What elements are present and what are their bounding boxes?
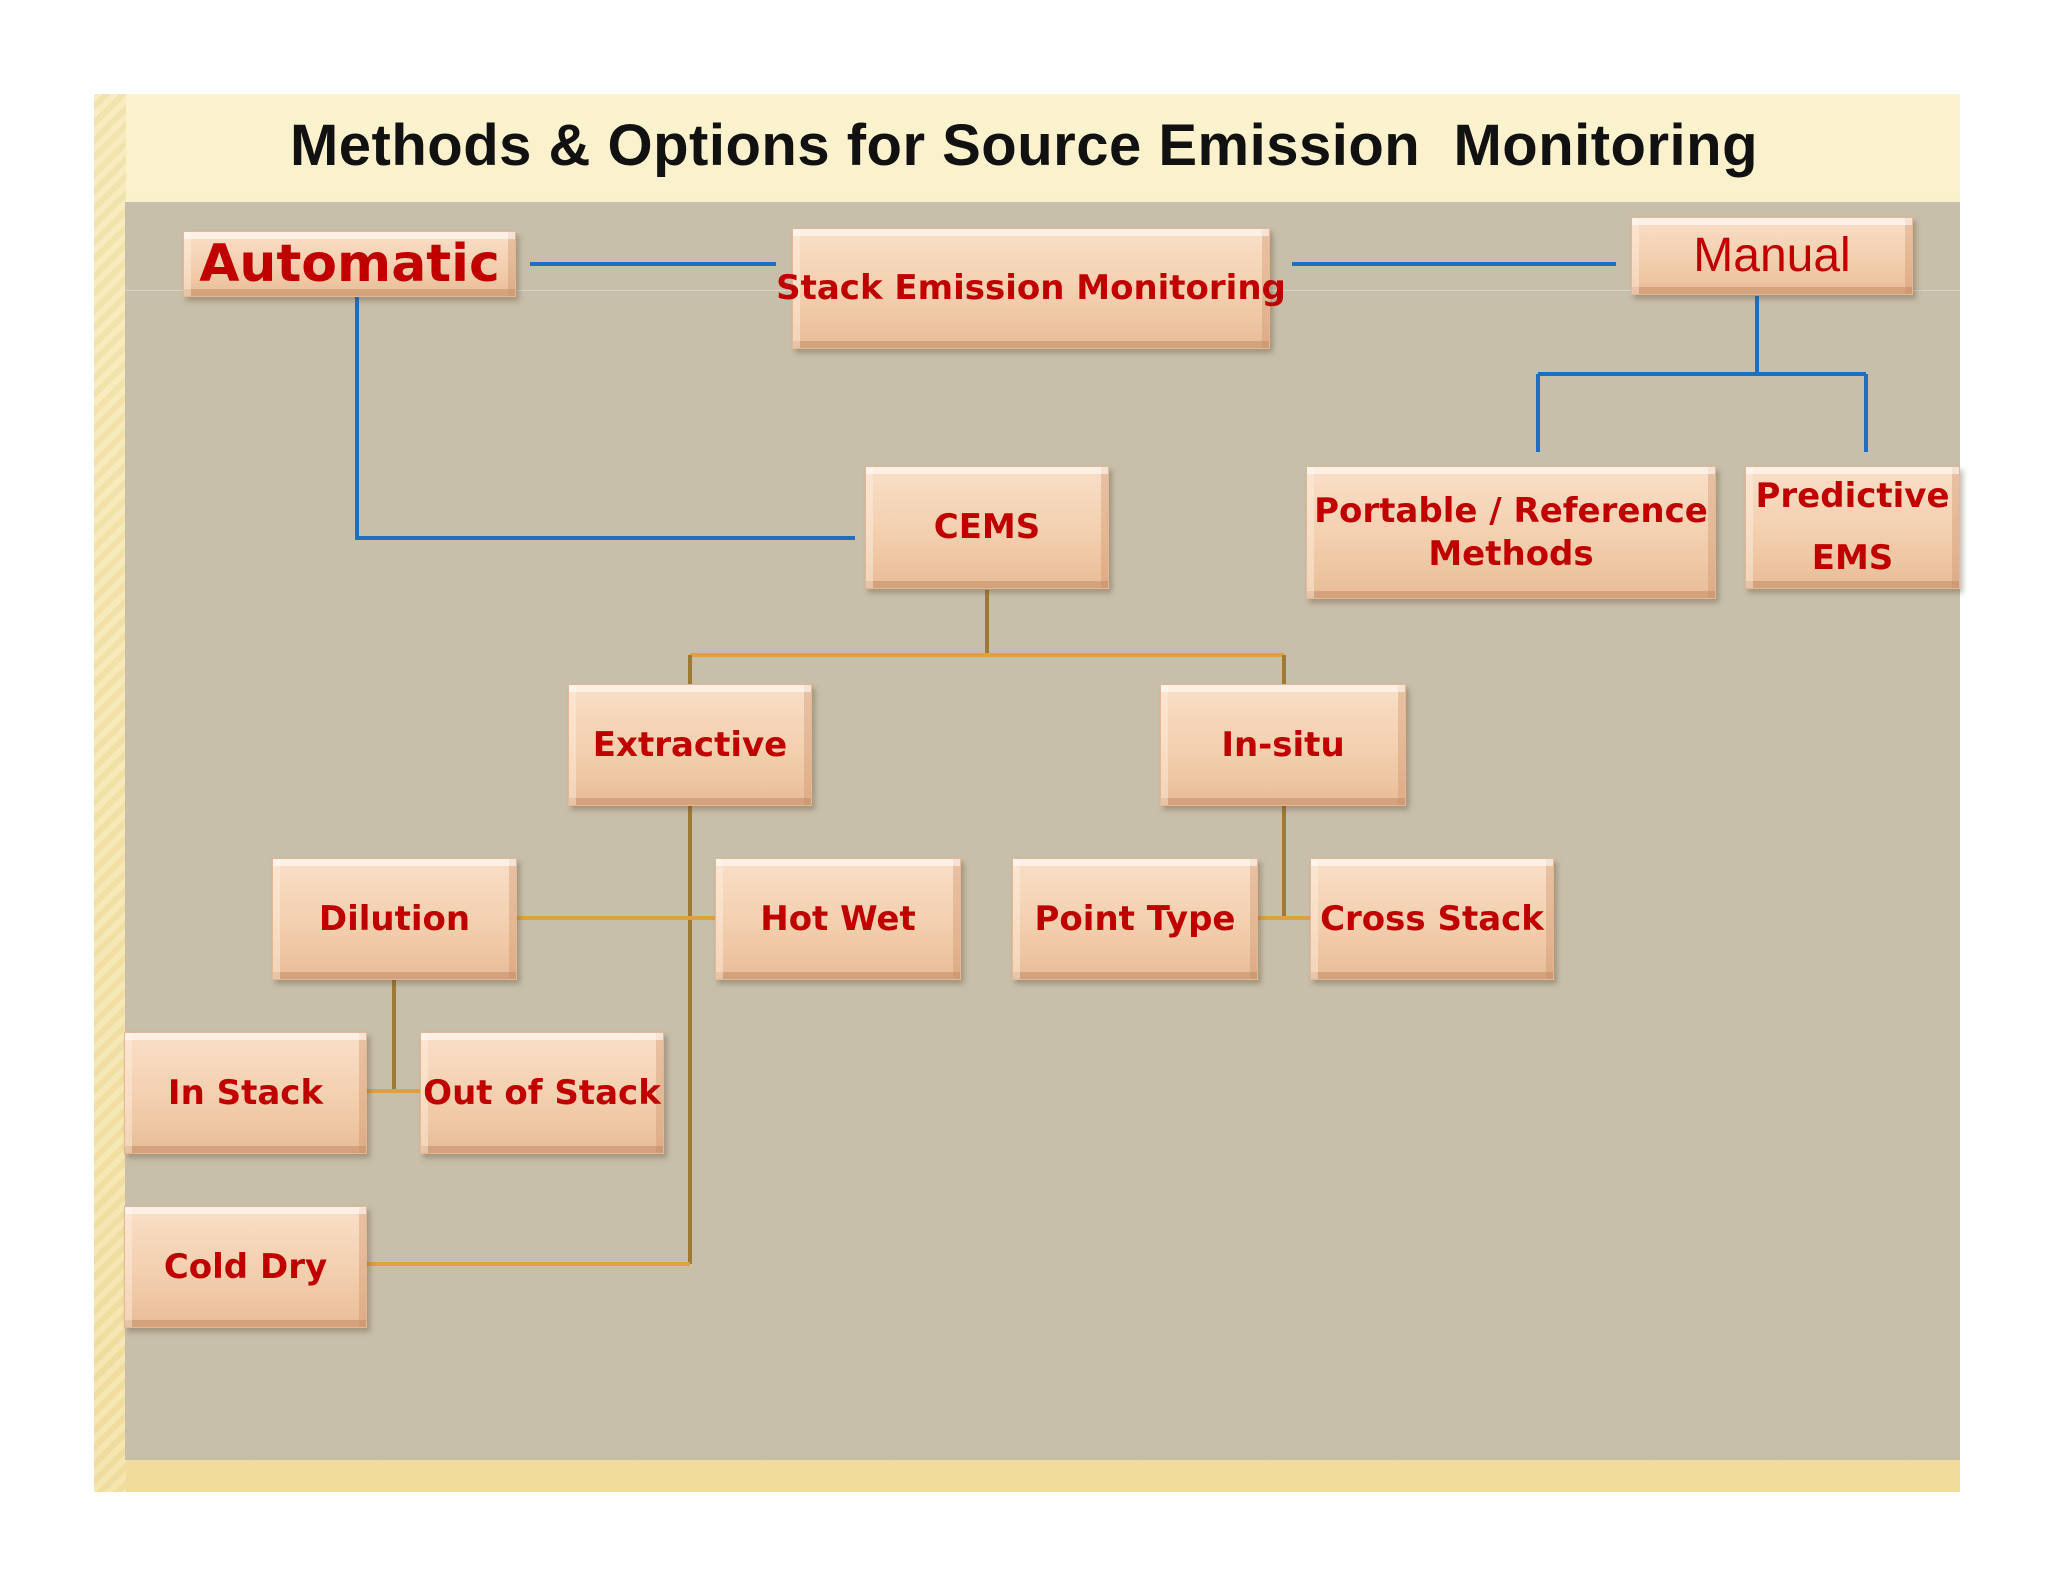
page-title: Methods & Options for Source Emission Mo…	[289, 113, 1759, 178]
dilution-label: Dilution	[318, 898, 471, 939]
point-type-node: Point Type	[1012, 858, 1258, 980]
in-stack-label: In Stack	[167, 1072, 324, 1113]
out-of-stack-label: Out of Stack	[423, 1072, 661, 1113]
cross-stack-label: Cross Stack	[1320, 898, 1544, 939]
portable-reference-label-line2: Methods	[1428, 533, 1594, 574]
portable-reference-label-line1: Portable / Reference	[1314, 491, 1708, 531]
hot-wet-node: Hot Wet	[715, 858, 961, 980]
predictive-ems-node: Predictive EMS	[1745, 466, 1960, 589]
stack-emission-monitoring-node: Stack Emission Monitoring	[776, 228, 1286, 349]
manual-label: Manual	[1693, 229, 1851, 282]
automatic-node: Automatic	[183, 231, 516, 297]
cross-stack-node: Cross Stack	[1310, 858, 1554, 980]
automatic-label: Automatic	[199, 233, 500, 294]
connector-automatic-cems	[355, 296, 855, 540]
hot-wet-label: Hot Wet	[760, 898, 916, 939]
extractive-node: Extractive	[568, 684, 812, 806]
cems-node: CEMS	[865, 466, 1109, 589]
cold-dry-label: Cold Dry	[163, 1246, 328, 1287]
manual-node: Manual	[1631, 217, 1913, 295]
in-stack-node: In Stack	[124, 1032, 367, 1154]
predictive-label-line2: EMS	[1811, 537, 1894, 578]
dilution-node: Dilution	[272, 858, 517, 980]
in-situ-label: In-situ	[1221, 724, 1345, 765]
in-situ-node: In-situ	[1160, 684, 1406, 806]
cold-dry-node: Cold Dry	[124, 1206, 367, 1328]
predictive-label-line1: Predictive	[1755, 476, 1950, 517]
extractive-label: Extractive	[592, 724, 788, 765]
diagram-canvas	[125, 202, 1960, 1460]
cems-label: CEMS	[933, 507, 1041, 548]
portable-reference-methods-node: Portable / Reference Methods	[1306, 466, 1716, 599]
stack-emission-monitoring-label: Stack Emission Monitoring	[776, 268, 1286, 309]
out-of-stack-node: Out of Stack	[420, 1032, 664, 1154]
point-type-label: Point Type	[1034, 898, 1236, 939]
